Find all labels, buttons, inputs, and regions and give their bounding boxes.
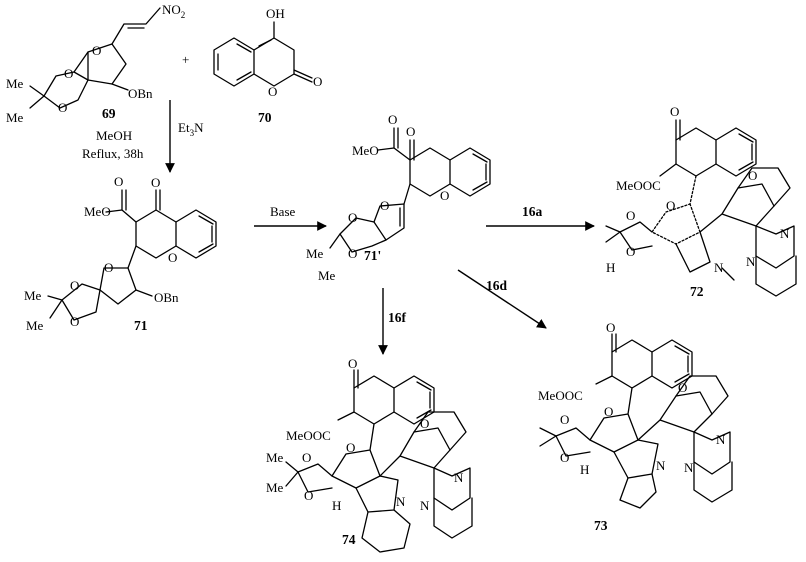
- methoxy-label: MeO: [84, 204, 111, 219]
- compound-70: OH O O 70: [213, 6, 322, 125]
- reagent-16f: 16f: [388, 310, 407, 325]
- ring-oxygen: O: [666, 198, 675, 213]
- keto-oxygen: O: [348, 356, 357, 371]
- compound-71-prime: O O O MeO O O O Me Me 71': [306, 112, 491, 283]
- keto-oxygen: O: [151, 175, 160, 190]
- ester-oxygen: O: [114, 174, 123, 189]
- ring-oxygen: O: [748, 168, 757, 183]
- condition-solvent: MeOH: [96, 128, 132, 143]
- compound-73: O O MeOOC O O O H N N N 73: [538, 320, 733, 533]
- ring-oxygen: O: [268, 84, 277, 99]
- methyl-label: Me: [266, 480, 284, 495]
- compound-number-69: 69: [102, 106, 116, 121]
- dioxolane-oxygen-top: O: [560, 412, 569, 427]
- dioxolane-oxygen-bottom: O: [626, 244, 635, 259]
- compound-71: O O O MeO O OBn O O Me Me 71: [24, 174, 217, 333]
- methoxy-label: MeO: [352, 143, 379, 158]
- ring-oxygen: O: [604, 404, 613, 419]
- compound-number-74: 74: [342, 532, 356, 547]
- keto-oxygen: O: [406, 124, 415, 139]
- dioxolane-oxygen-bottom: O: [58, 100, 67, 115]
- nitrogen-label: N: [716, 432, 726, 447]
- nitrogen-label: N: [420, 498, 430, 513]
- condition-temperature: Reflux, 38h: [82, 146, 144, 161]
- nitrogen-label: N: [454, 470, 464, 485]
- ring-oxygen: O: [104, 260, 113, 275]
- methyl-label: Me: [6, 110, 24, 125]
- dioxolane-oxygen-bottom: O: [348, 246, 357, 261]
- methyl-label: Me: [306, 246, 324, 261]
- methyl-label: Me: [24, 288, 42, 303]
- nitrogen-label: N: [714, 260, 724, 275]
- keto-oxygen: O: [670, 104, 679, 119]
- carbonyl-oxygen: O: [313, 74, 322, 89]
- ester-label: MeOOC: [616, 178, 661, 193]
- compound-number-73: 73: [594, 518, 608, 533]
- condition-base: Base: [270, 204, 296, 219]
- compound-72: O O MeOOC O O O H N N N 72: [605, 104, 797, 299]
- nitrogen-label: N: [780, 226, 790, 241]
- compound-number-71-prime: 71': [364, 248, 381, 263]
- dioxolane-oxygen-top: O: [626, 208, 635, 223]
- hydrogen-label: H: [606, 260, 615, 275]
- compound-74: O O MeOOC O O O Me Me H N N N 74: [266, 356, 473, 553]
- dioxolane-oxygen-top: O: [70, 278, 79, 293]
- keto-oxygen: O: [606, 320, 615, 335]
- ring-oxygen: O: [440, 188, 449, 203]
- nitro-label: NO2: [162, 2, 185, 20]
- ester-oxygen: O: [388, 112, 397, 127]
- obn-label: OBn: [128, 86, 153, 101]
- methyl-label: Me: [318, 268, 336, 283]
- nitrogen-label: N: [684, 460, 694, 475]
- methyl-label: Me: [26, 318, 44, 333]
- plus-sign: +: [182, 52, 189, 67]
- condition-reagent: Et3N: [178, 120, 204, 138]
- compound-number-72: 72: [690, 284, 704, 299]
- dioxolane-oxygen-top: O: [302, 450, 311, 465]
- nitrogen-label: N: [656, 458, 666, 473]
- ring-oxygen: O: [168, 250, 177, 265]
- ring-oxygen: O: [420, 416, 429, 431]
- nitrogen-label: N: [746, 254, 756, 269]
- ester-label: MeOOC: [538, 388, 583, 403]
- ring-oxygen: O: [346, 440, 355, 455]
- methyl-label: Me: [6, 76, 24, 91]
- dioxolane-oxygen-bottom: O: [304, 488, 313, 503]
- compound-69: NO2 OBn O O O Me Me 69: [6, 2, 185, 125]
- compound-number-71: 71: [134, 318, 148, 333]
- reaction-arrow-16d: [457, 269, 547, 329]
- reagent-16d: 16d: [486, 278, 508, 293]
- hydrogen-label: H: [580, 462, 589, 477]
- obn-label: OBn: [154, 290, 179, 305]
- methyl-label: Me: [266, 450, 284, 465]
- dioxolane-oxygen-bottom: O: [560, 450, 569, 465]
- dioxolane-oxygen-top: O: [348, 210, 357, 225]
- compound-number-70: 70: [258, 110, 272, 125]
- dioxolane-oxygen-top: O: [64, 66, 73, 81]
- nitrogen-label: N: [396, 494, 406, 509]
- dioxolane-oxygen-bottom: O: [70, 314, 79, 329]
- hydroxyl-label: OH: [266, 6, 285, 21]
- hydrogen-label: H: [332, 498, 341, 513]
- ring-oxygen: O: [92, 43, 101, 58]
- ester-label: MeOOC: [286, 428, 331, 443]
- reagent-16a: 16a: [522, 204, 543, 219]
- ring-oxygen: O: [380, 198, 389, 213]
